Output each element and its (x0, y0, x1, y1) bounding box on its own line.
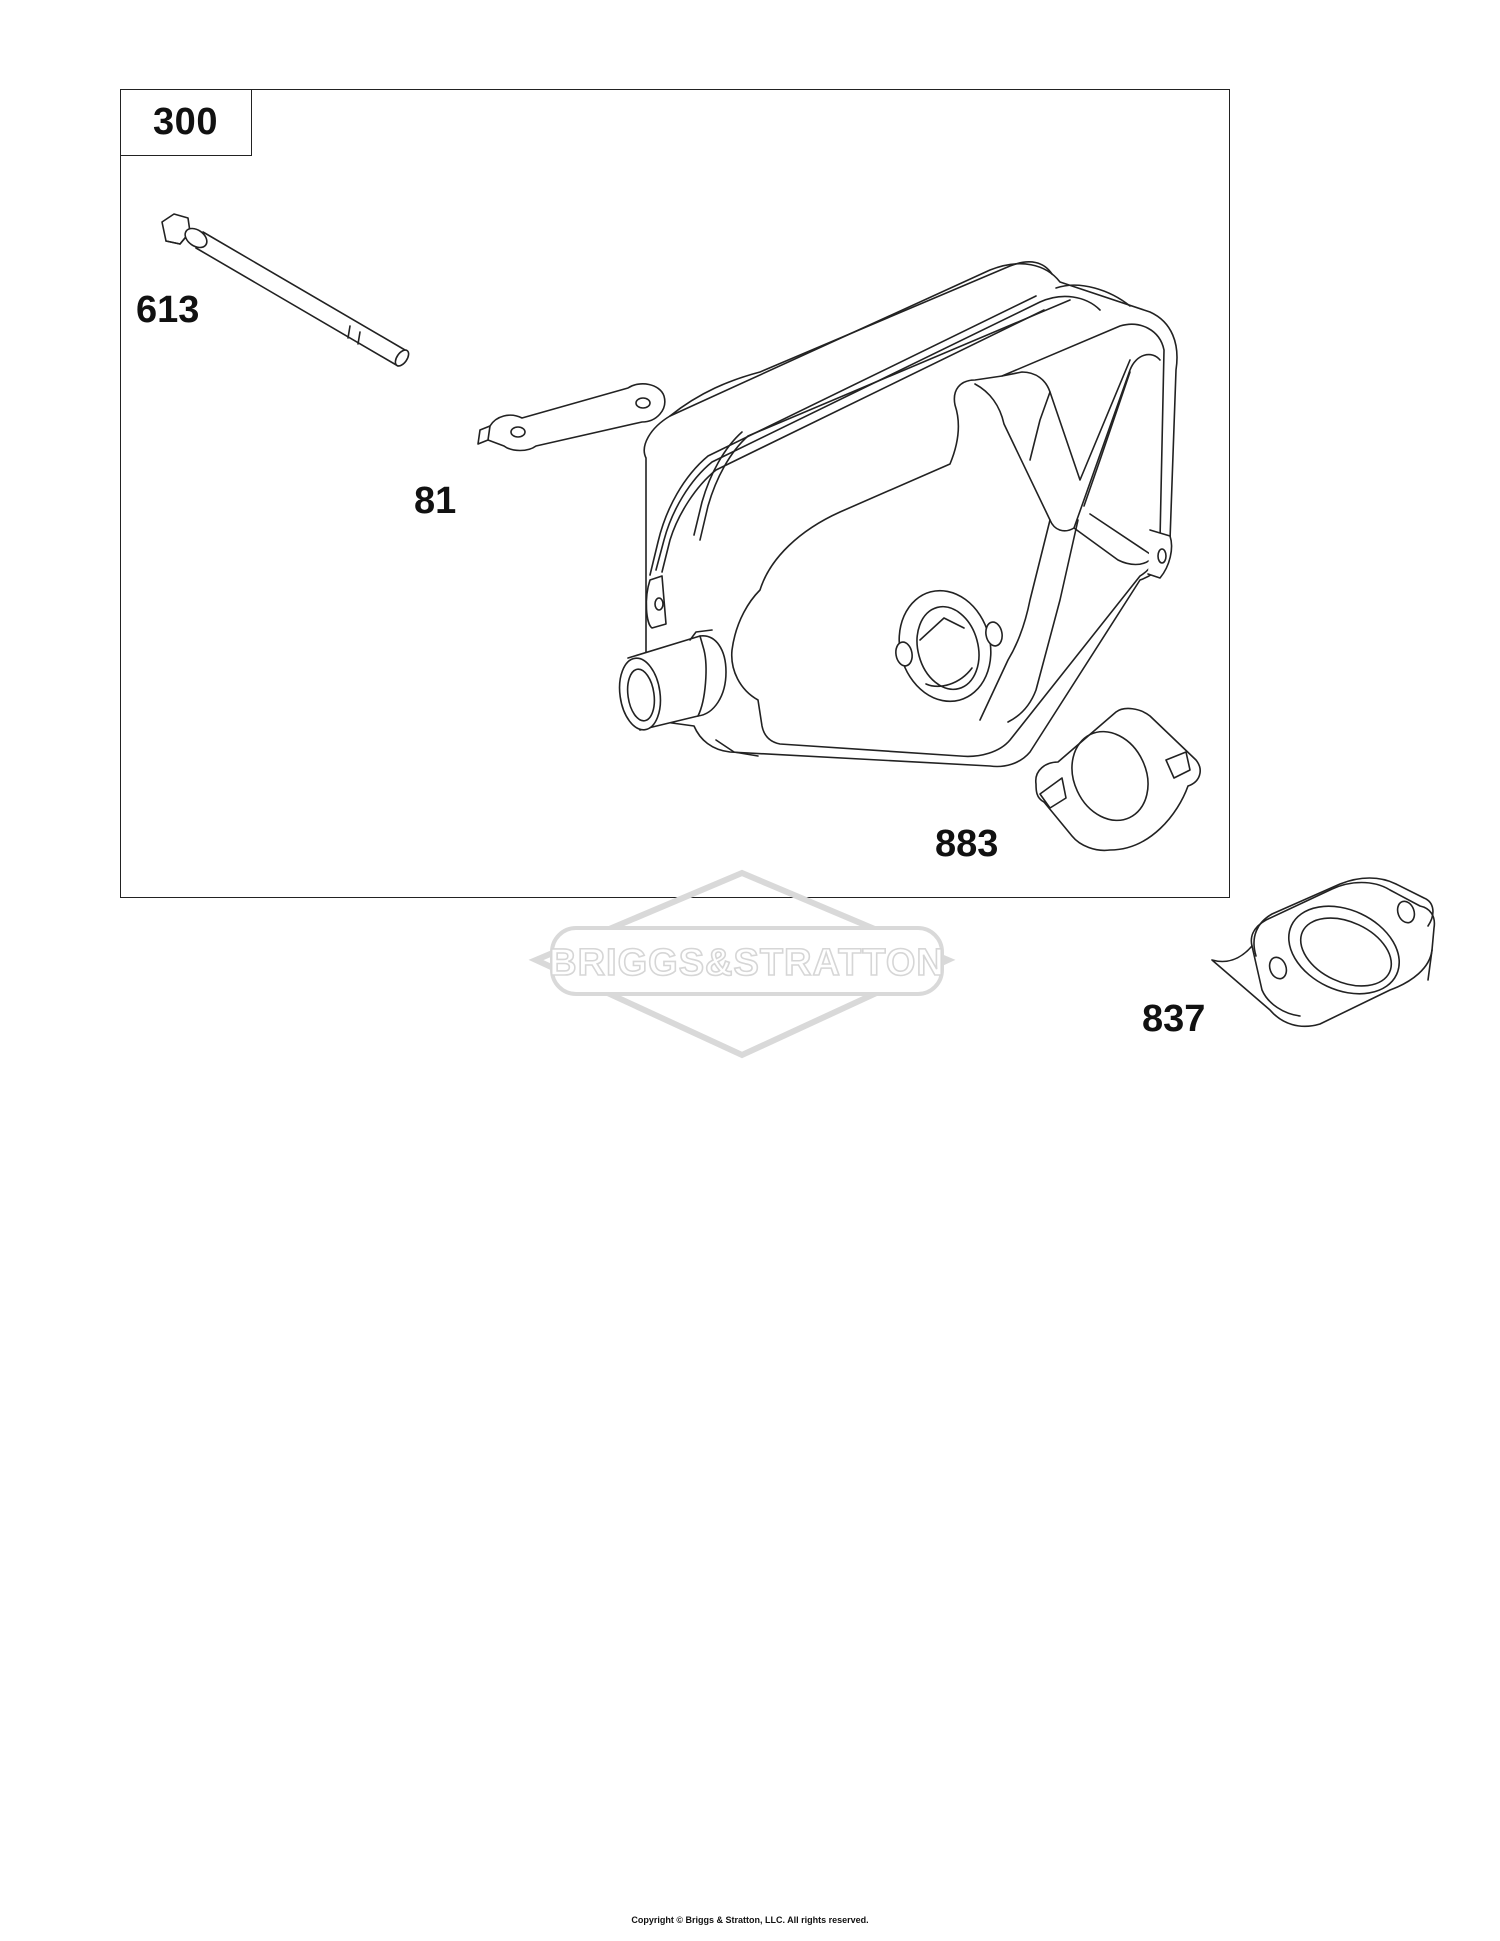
callout-81: 81 (414, 480, 457, 522)
callout-613: 613 (136, 289, 200, 331)
muffler-drawing (618, 261, 1178, 768)
gasket-883-drawing (1035, 707, 1201, 852)
lock-plate-81-drawing (477, 383, 666, 452)
assembly-number: 300 (153, 100, 218, 143)
spacer-837-drawing (1211, 877, 1436, 1028)
briggs-stratton-watermark: BRIGGS&STRATTON (528, 869, 956, 1059)
svg-text:BRIGGS&STRATTON: BRIGGS&STRATTON (549, 942, 945, 984)
callout-837: 837 (1142, 998, 1206, 1040)
bolt-613-drawing (161, 213, 410, 367)
copyright-footer: Copyright © Briggs & Stratton, LLC. All … (631, 1915, 869, 1925)
diagram-frame (120, 89, 1230, 898)
assembly-number-box: 300 (120, 89, 252, 156)
callout-883: 883 (935, 823, 999, 865)
